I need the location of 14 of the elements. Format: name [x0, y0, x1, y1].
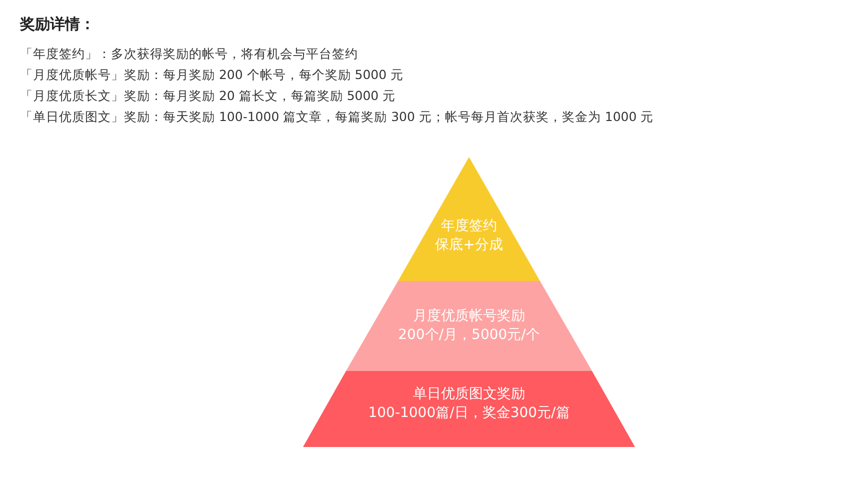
- pyramid-tier: [303, 371, 635, 447]
- tier-title: 月度优质帐号奖励: [413, 307, 525, 326]
- tier-detail: 保底+分成: [435, 236, 503, 255]
- tier-title: 单日优质图文奖励: [413, 385, 525, 404]
- pyramid-tier: [398, 157, 540, 281]
- tier-detail: 200个/月，5000元/个: [398, 326, 540, 345]
- reward-rule: 「单日优质图文」奖励：每天奖励 100-1000 篇文章，每篇奖励 300 元；帐号每月首次获奖，奖金为 1000 元: [20, 108, 654, 126]
- section-heading: 奖励详情：: [20, 14, 95, 34]
- reward-rule: 「年度签约」：多次获得奖励的帐号，将有机会与平台签约: [20, 45, 358, 63]
- reward-rule: 「月度优质长文」奖励：每月奖励 20 篇长文，每篇奖励 5000 元: [20, 87, 396, 105]
- tier-title: 年度签约: [441, 217, 497, 236]
- pyramid-tier: [346, 281, 592, 371]
- tier-detail: 100-1000篇/日，奖金300元/篇: [368, 404, 570, 423]
- reward-rule: 「月度优质帐号」奖励：每月奖励 200 个帐号，每个奖励 5000 元: [20, 66, 404, 84]
